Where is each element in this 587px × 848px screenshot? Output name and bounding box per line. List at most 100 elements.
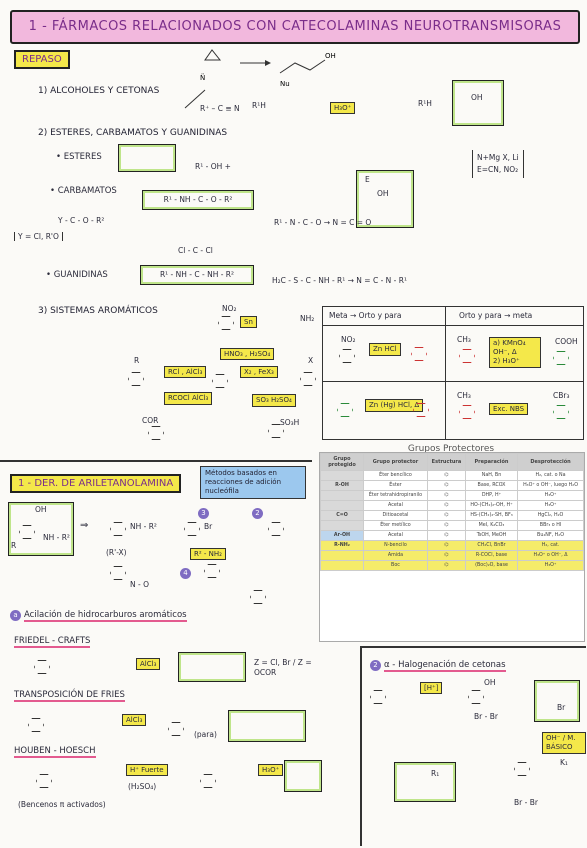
s2-phosgene: Cl - C - Cl (178, 246, 213, 255)
s1-alcohol-oh: OH (471, 93, 483, 102)
halog-oh: OH (484, 678, 496, 687)
cell: H₃O⁺ o OH⁻, Δ (517, 550, 584, 561)
meta-ch3-2: CH₃ (457, 391, 471, 400)
cell: Acetal (363, 530, 428, 541)
sec-a-structure-box: OH NH - R² R (8, 502, 74, 556)
meta-left-header-text: Meta → Orto y para (329, 311, 402, 320)
cell: Amida (363, 550, 428, 561)
sec-a-bromo-icon (184, 522, 200, 536)
halog-enolate-icon (514, 762, 530, 776)
page-title: 1 - FÁRMACOS RELACIONADOS CON CATECOLAMI… (28, 19, 562, 34)
meta-cooh: COOH (555, 337, 578, 346)
protect-table-grid: Grupo protegido Grupo protector Estructu… (320, 453, 584, 571)
s3-sulfonic-icon (268, 424, 284, 438)
halog-num: 2 (370, 660, 381, 671)
sec-a-r: R (11, 541, 17, 550)
cell: DHP, H⁺ (464, 490, 519, 501)
cell: H₃O⁺ (517, 500, 584, 511)
hoesch-benzene-icon (36, 774, 52, 788)
halog-scheme: [H⁺] OH Br - Br Br OH⁻ / M. BÁSICO K₁ Br… (364, 676, 586, 846)
sec-a-acyl-icon (268, 522, 284, 536)
s1-scheme: N̈ OH Nu (184, 49, 336, 109)
halog-h: [H⁺] (420, 682, 443, 694)
s2-ester-products: R¹ - OH + (195, 162, 231, 171)
sec-a-amine-box: R² - NH₂ (190, 548, 226, 560)
s1-r: R⁺ (200, 104, 210, 113)
friedel-label: FRIEDEL - CRAFTS (14, 636, 91, 648)
sec-a-benzene2-icon (250, 590, 266, 604)
cell: TsOH, MeOH (464, 530, 519, 541)
halog-product-box: Br (534, 680, 580, 722)
hoesch-label: HOUBEN - HOESCH (14, 746, 96, 758)
meta-nitro-icon (339, 349, 355, 363)
cell (320, 560, 364, 571)
cell: Base, RCOX (464, 480, 519, 491)
hoesch-h-strong: H⁺ Fuerte (126, 764, 168, 776)
hoesch-note: (Bencenos π activados) (18, 800, 106, 809)
hoesch-h2so4: (H₂SO₄) (128, 782, 157, 791)
s1-oh: OH (325, 52, 336, 60)
sec-a-num-4: 4 (180, 568, 191, 579)
s3-cor: COR (142, 416, 159, 425)
halog-k1: K₁ (560, 758, 568, 767)
cell: HS-(CH₂)₂-SH, BF₃ (464, 510, 519, 521)
s3-rcocl-box: RCOCl AlCl₃ (164, 392, 213, 405)
cell: (Boc)₂O, base (464, 560, 519, 571)
cell (320, 500, 364, 511)
sec-a-num-2: 2 (252, 508, 263, 519)
s1-r1h-2: R¹H (418, 99, 432, 108)
halog-dibromo-box: R₁ (394, 762, 456, 802)
hoesch-scheme: H⁺ Fuerte (H₂SO₄) H₃O⁺ (Bencenos π activ… (14, 760, 324, 820)
cell: H₂, cat. o Na (517, 470, 584, 481)
cell: Ditioacetal (363, 510, 428, 521)
meta-toluene-icon (459, 349, 475, 363)
sec-a-scheme: NH - R² 3 Br 2 R² - NH₂ (R'-X) N - O 4 (100, 508, 310, 618)
s2-ycl: Y - C - O - R² (58, 216, 105, 225)
meta-ch3: CH₃ (457, 335, 471, 344)
s2-guanidine-products: H₂C - S - C - NH - R¹ → N = C - N - R¹ (272, 276, 407, 285)
cell: H₃O⁺ o OH⁻, luego H₂O (517, 480, 584, 491)
friedel-scheme: AlCl₃ Z = Cl, Br / Z = OCOR (18, 652, 318, 686)
meta-kmno4-box: a) KMnO₄ OH⁻, Δ 2) H₃O⁺ (489, 337, 541, 368)
cell: HO-(CH₂)₂-OH, H⁺ (464, 500, 519, 511)
fries-alcl3: AlCl₃ (122, 714, 147, 726)
s2-guanidinas-text: GUANIDINAS (53, 270, 108, 280)
meta-toluene2-icon (459, 405, 475, 419)
s3-r: R (134, 356, 140, 365)
sec-a-tag: 1 - DER. DE ARILETANOLAMINA (10, 474, 182, 493)
meta-left-header: Meta → Orto y para (329, 311, 401, 320)
s2-carbamate-box: R¹ - NH - C - O - R² (142, 190, 254, 210)
retro-arrow-1: ⇒ (80, 520, 89, 531)
s1-h3o-box: H₃O⁺ (330, 102, 356, 114)
s2-ester-box (118, 144, 176, 172)
s3-halobenzene-icon (300, 372, 316, 386)
cell (320, 520, 364, 531)
meta-nbs-box: Exc. NBS (489, 403, 529, 415)
cell: Acetal (363, 500, 428, 511)
s2-heading: 2) ESTERES, CARBAMATOS Y GUANIDINAS (38, 128, 228, 138)
s3-nitrobenzene-icon (218, 316, 234, 330)
cell: Ar-OH (320, 530, 364, 541)
meta-zn-box: Zn HCl (369, 343, 401, 356)
s1-product-box: OH E (356, 170, 414, 228)
fries-phenol-icon (28, 718, 44, 732)
table-row: Éter tetrahidropiranilo⌬DHP, H⁺H₃O⁺ (320, 490, 584, 501)
s3-scheme: NO₂ Sn NH₂ HNO₃ , H₂SO₄ RCl , AlCl₃ X₂ ,… (128, 300, 320, 440)
cell: NaH, Bn (464, 470, 519, 481)
fries-ester-icon (168, 722, 184, 736)
cell: Éter bencílico (363, 470, 428, 481)
meta-acyl-icon (337, 403, 353, 417)
structure-icon: ⌬ (426, 490, 466, 501)
s3-so3h: SO₃H (280, 418, 300, 427)
protect-th-4: Desprotección (517, 453, 584, 471)
sec-a-br: Br (204, 522, 213, 531)
acyl-heading-text: Acilación de hidrocarburos aromáticos (24, 610, 187, 622)
cell: R-COCl, base (464, 550, 519, 561)
s2-side-line-2: E=CN, NO₂ (477, 165, 519, 174)
s2-ycl-box: Y = Cl, R'O (14, 232, 63, 241)
s3-rcl-box: RCl , AlCl₃ (164, 366, 207, 378)
